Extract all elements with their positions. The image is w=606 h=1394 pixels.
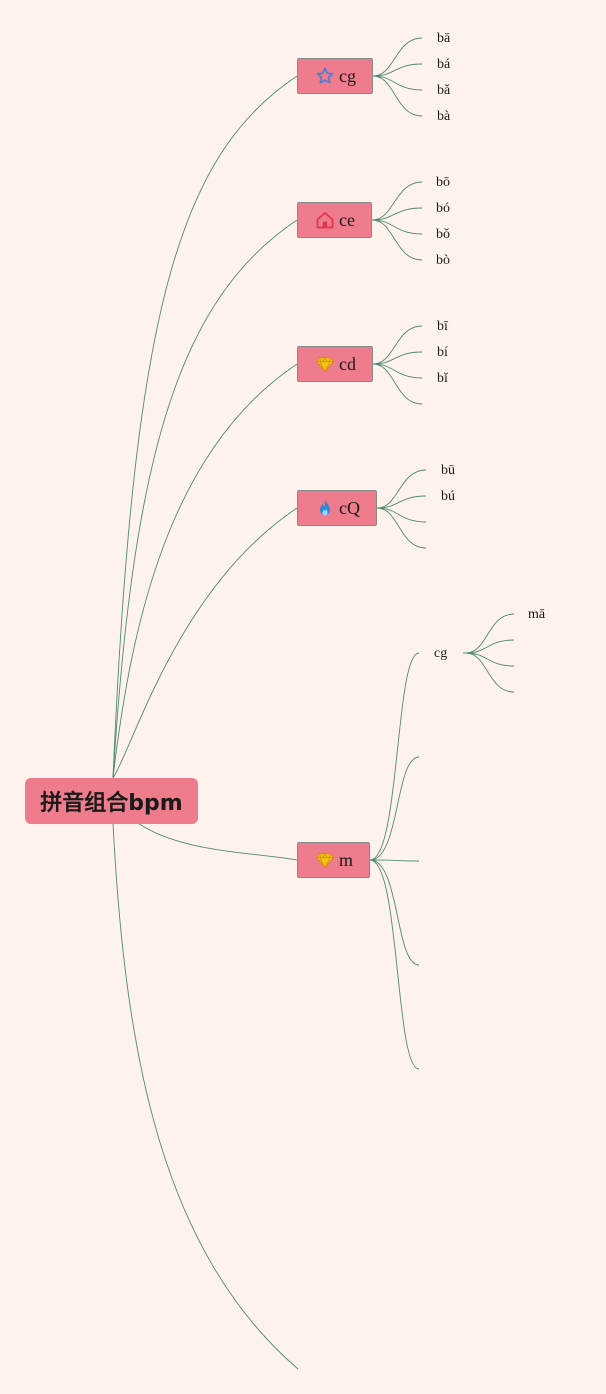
leaf-node[interactable]: bǐ [437, 371, 448, 386]
branch-label: ce [339, 209, 355, 230]
sub-branch-connector [369, 756, 420, 861]
branch-node-m[interactable]: m [297, 842, 370, 878]
sub-branch-connector [369, 859, 420, 966]
leaf-node[interactable]: bā [437, 31, 451, 46]
leaf-node[interactable]: bǎ [437, 83, 451, 98]
flame-icon [315, 498, 335, 518]
root-connector [112, 363, 298, 779]
sub-branch-connector [369, 859, 420, 862]
leaf-node[interactable]: bí [437, 345, 448, 360]
leaf-node[interactable]: mā [528, 607, 546, 622]
branch-node-ce[interactable]: ce [297, 202, 372, 238]
leaf-node[interactable]: bá [437, 57, 451, 72]
leaf-connector [372, 75, 423, 117]
root-connector [112, 823, 299, 1370]
leaf-node[interactable]: bú [441, 489, 455, 504]
leaf-connector [372, 363, 423, 405]
leaf-connector [372, 63, 423, 77]
branch-node-cQ[interactable]: cQ [297, 490, 377, 526]
leaf-node[interactable]: bó [436, 201, 450, 216]
leaf-node[interactable]: bī [437, 319, 448, 334]
leaf-node[interactable]: bò [436, 253, 450, 268]
root-connector [112, 219, 298, 779]
diamond-icon [315, 850, 335, 870]
leaf-node[interactable]: bō [436, 175, 450, 190]
branch-label: m [339, 849, 354, 870]
branch-label: cg [339, 65, 356, 86]
leaf-node[interactable]: bǒ [436, 227, 450, 242]
root-node[interactable]: 拼音组合bpm [25, 778, 198, 824]
root-connector [137, 822, 298, 861]
root-label: 拼音组合bpm [40, 791, 183, 816]
leaf-node[interactable]: bū [441, 463, 455, 478]
root-connector [112, 75, 298, 779]
leaf-connector [465, 613, 515, 654]
leaf-connector [372, 37, 423, 77]
leaf-node[interactable]: bà [437, 109, 451, 124]
leaf-connector [376, 469, 427, 509]
sub-branch-node[interactable]: cg [434, 646, 448, 661]
branch-node-cd[interactable]: cd [297, 346, 373, 382]
connector-lines [112, 37, 515, 1370]
leaf-connector [465, 639, 515, 654]
sub-branch-connector [369, 859, 420, 1070]
leaf-connector [371, 219, 423, 261]
root-connector [112, 507, 298, 779]
leaf-connector [372, 325, 423, 365]
diamond-icon [315, 354, 335, 374]
branch-node-cg[interactable]: cg [297, 58, 373, 94]
branch-label: cd [339, 353, 356, 374]
star-icon [315, 66, 335, 86]
sub-branch-connector [369, 652, 420, 861]
leaf-connector [371, 181, 423, 221]
home-icon [315, 210, 335, 230]
branch-label: cQ [339, 497, 360, 518]
leaf-connector [465, 652, 515, 693]
leaf-connector [376, 495, 427, 509]
leaf-connector [371, 207, 423, 221]
leaf-connector [372, 351, 423, 365]
leaf-connector [376, 507, 427, 549]
